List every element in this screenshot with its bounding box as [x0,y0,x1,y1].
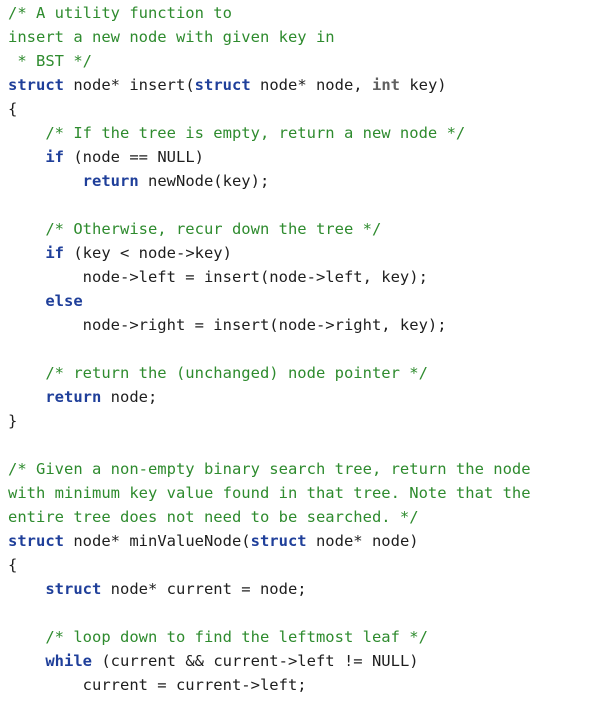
code-token-keyword: struct [194,76,251,94]
code-token-plain [8,172,83,190]
code-token-plain: { [8,556,18,574]
code-line: if (node == NULL) [8,145,204,169]
code-token-plain: node; [101,388,158,406]
code-line: else [8,289,83,313]
code-line: node->right = insert(node->right, key); [8,313,447,337]
code-token-comment: /* Otherwise, recur down the tree */ [45,220,382,238]
code-token-comment: /* return the (unchanged) node pointer *… [45,364,428,382]
code-line: /* return the (unchanged) node pointer *… [8,361,428,385]
code-token-comment: /* A utility function to [8,4,232,22]
code-line: /* Given a non-empty binary search tree,… [8,457,531,481]
code-token-plain: node* insert( [64,76,195,94]
code-token-keyword: struct [250,532,307,550]
code-line: struct node* minValueNode(struct node* n… [8,529,419,553]
code-token-keyword: while [45,652,92,670]
code-line: struct node* current = node; [8,577,307,601]
code-token-plain: node->right = insert(node->right, key); [8,316,447,334]
code-token-plain [8,388,45,406]
code-line: insert a new node with given key in [8,25,335,49]
code-line: { [8,553,17,577]
code-line: } [8,409,17,433]
code-line: node->left = insert(node->left, key); [8,265,428,289]
code-token-keyword: else [45,292,83,310]
code-line: current = current->left; [8,673,307,697]
code-line: /* Otherwise, recur down the tree */ [8,217,381,241]
code-token-type: int [371,76,400,94]
code-token-plain [8,628,45,646]
code-line: /* A utility function to [8,1,232,25]
code-token-comment: * BST */ [8,52,92,70]
code-token-plain [8,148,45,166]
code-token-comment: /* loop down to find the leftmost leaf *… [45,628,428,646]
code-line: entire tree does not need to be searched… [8,505,419,529]
code-line: return newNode(key); [8,169,270,193]
code-line: if (key < node->key) [8,241,232,265]
code-line: * BST */ [8,49,92,73]
code-token-plain: (key < node->key) [64,244,232,262]
code-line: with minimum key value found in that tre… [8,481,531,505]
code-token-plain: node* node, [250,76,372,94]
code-line: struct node* insert(struct node* node, i… [8,73,447,97]
code-token-plain: newNode(key); [138,172,270,190]
code-token-keyword: struct [8,532,64,550]
code-token-plain: } [8,412,18,430]
code-token-plain [8,580,45,598]
code-token-plain: node* minValueNode( [64,532,251,550]
code-token-keyword: return [45,388,102,406]
code-token-plain: current = current->left; [8,676,307,694]
code-token-keyword: struct [45,580,102,598]
code-token-comment: with minimum key value found in that tre… [8,484,531,502]
code-token-keyword: if [45,244,64,262]
code-token-plain [8,652,45,670]
code-token-plain: { [8,100,18,118]
code-token-keyword: if [45,148,64,166]
code-line: /* If the tree is empty, return a new no… [8,121,465,145]
code-token-plain [8,220,45,238]
code-line: return node; [8,385,157,409]
code-token-plain [8,124,45,142]
code-token-plain: key) [399,76,447,94]
code-line: { [8,97,17,121]
code-token-comment: entire tree does not need to be searched… [8,508,419,526]
code-token-comment: insert a new node with given key in [8,28,335,46]
code-line: /* loop down to find the leftmost leaf *… [8,625,428,649]
code-token-plain [8,244,45,262]
code-token-plain: node* node) [306,532,419,550]
code-token-plain: node->left = insert(node->left, key); [8,268,428,286]
code-token-keyword: return [82,172,139,190]
code-token-plain: node* current = node; [101,580,307,598]
code-token-keyword: struct [8,76,64,94]
code-token-plain: (current && current->left != NULL) [92,652,419,670]
code-token-comment: /* Given a non-empty binary search tree,… [8,460,531,478]
code-token-plain [8,292,45,310]
code-token-comment: /* If the tree is empty, return a new no… [45,124,466,142]
code-token-plain: (node == NULL) [64,148,204,166]
code-line: while (current && current->left != NULL) [8,649,419,673]
code-token-plain [8,364,45,382]
